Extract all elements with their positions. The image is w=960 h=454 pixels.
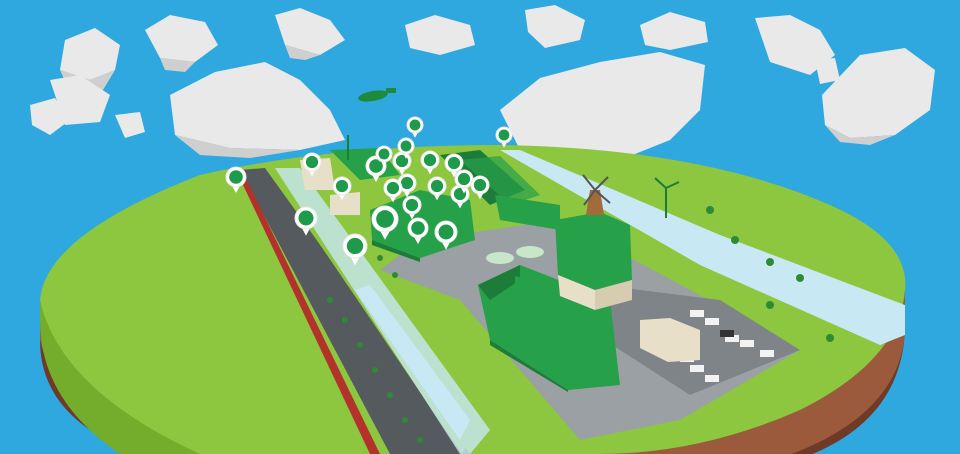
map-marker[interactable] (342, 233, 368, 266)
container-icon (400, 140, 412, 152)
cloud (275, 8, 345, 60)
map-marker[interactable] (375, 145, 393, 167)
container-icon (378, 148, 390, 160)
clouds (30, 5, 935, 175)
location-markers (225, 116, 513, 266)
blimp (358, 88, 396, 102)
map-marker[interactable] (302, 152, 322, 177)
map-marker[interactable] (402, 195, 422, 220)
energy-icon (423, 153, 437, 167)
map-marker[interactable] (406, 116, 424, 138)
recycle-icon (298, 210, 314, 226)
map-marker[interactable] (444, 153, 464, 178)
factory-icon (305, 155, 319, 169)
flask-icon (369, 159, 383, 173)
cloud (30, 28, 145, 138)
recycle-icon (411, 221, 425, 235)
wind-turbine (654, 177, 680, 218)
map-marker[interactable] (470, 175, 490, 200)
map-marker[interactable] (294, 206, 318, 236)
truck-icon (430, 179, 444, 193)
map-marker[interactable] (495, 126, 513, 148)
warehouse-icon (376, 210, 394, 228)
cloud (525, 5, 585, 48)
container-icon (405, 198, 419, 212)
map-marker[interactable] (397, 173, 417, 198)
map-marker[interactable] (427, 176, 447, 201)
container-icon (447, 156, 461, 170)
container-icon (386, 181, 400, 195)
truck-icon (438, 224, 454, 240)
pipe-icon (400, 176, 414, 190)
leaf-icon (346, 237, 364, 255)
container-icon (498, 129, 510, 141)
map-marker[interactable] (332, 176, 352, 201)
container-icon (409, 119, 421, 131)
trees (327, 206, 834, 443)
container-icon (457, 172, 471, 186)
cloud (170, 62, 345, 158)
cloud (405, 15, 475, 55)
canal-center (355, 285, 470, 440)
windmill (582, 174, 611, 215)
map-marker[interactable] (454, 169, 474, 194)
map-marker[interactable] (434, 220, 458, 250)
cloud (145, 15, 218, 72)
map-marker[interactable] (371, 205, 399, 240)
cloud (755, 15, 840, 84)
cloud (640, 12, 708, 50)
map-marker[interactable] (383, 178, 403, 203)
cloud (822, 48, 935, 145)
logo-icon (473, 178, 487, 192)
map-marker[interactable] (397, 137, 415, 159)
people-icon (335, 179, 349, 193)
truck-icon (229, 170, 243, 184)
map-marker[interactable] (225, 166, 247, 193)
tank-icon (395, 154, 409, 168)
map-marker[interactable] (420, 150, 440, 175)
map-marker[interactable] (407, 217, 429, 244)
